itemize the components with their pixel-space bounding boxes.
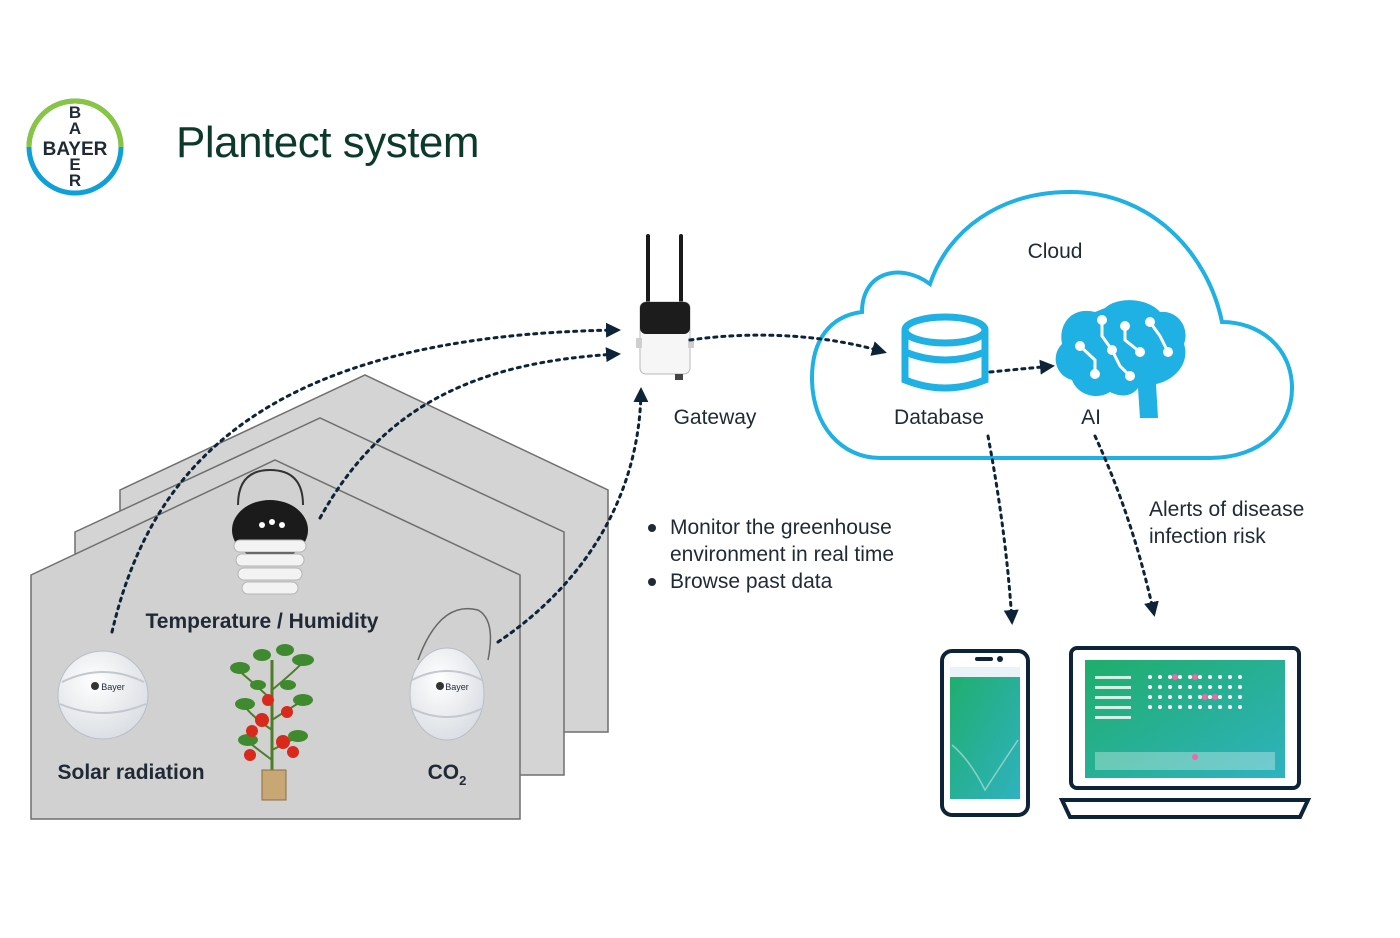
database-icon <box>901 313 989 392</box>
cloud-shape <box>809 189 1295 460</box>
ai-brain-icon <box>1055 300 1186 418</box>
gateway-icon <box>636 234 694 380</box>
logo-text-horizontal: BAYER <box>43 139 108 160</box>
arrow-gateway-to-database <box>688 333 887 356</box>
sensor-brand-label: Bayer <box>445 682 469 692</box>
solar-radiation-sensor-icon: Bayer <box>57 650 149 740</box>
co2-sensor-icon: Bayer <box>409 607 492 741</box>
sensor-brand-label: Bayer <box>101 682 125 692</box>
solar-radiation-label: Solar radiation <box>57 761 204 784</box>
temperature-humidity-sensor-icon <box>232 468 308 595</box>
database-label: Database <box>894 406 984 429</box>
logo-letter: R <box>69 171 81 190</box>
logo-letter: A <box>69 119 81 138</box>
co2-subscript: 2 <box>459 773 466 788</box>
page-title: Plantect system <box>176 118 480 167</box>
feature-item: Browse past data <box>646 568 930 595</box>
feature-item: Monitor the greenhouse environment in re… <box>646 514 930 568</box>
arrow-database-to-phone <box>986 434 1019 625</box>
bayer-logo: BAYER B A E R <box>26 98 124 196</box>
smartphone-icon <box>940 649 1030 817</box>
arrow-co2-to-gateway <box>496 387 649 644</box>
ai-label: AI <box>1081 406 1101 429</box>
tomato-plant-icon <box>230 644 314 801</box>
cloud-label: Cloud <box>1028 240 1083 263</box>
data-flow-arrows <box>110 322 1159 644</box>
arrow-database-to-ai <box>988 359 1055 375</box>
feature-list: Monitor the greenhouse environment in re… <box>646 514 930 595</box>
temp-humidity-label: Temperature / Humidity <box>146 610 379 633</box>
co2-label: CO2 <box>428 761 467 788</box>
arrow-temp-to-gateway <box>318 347 621 520</box>
co2-main: CO <box>428 761 460 784</box>
laptop-icon <box>1058 646 1312 819</box>
arrow-solar-to-gateway <box>110 322 621 634</box>
arrow-ai-to-laptop <box>1093 434 1159 617</box>
alerts-label: Alerts of disease infection risk <box>1149 498 1305 548</box>
greenhouse-front <box>30 459 521 820</box>
logo-letter: E <box>69 155 80 174</box>
gateway-label: Gateway <box>674 406 757 429</box>
logo-letter: B <box>69 103 81 122</box>
